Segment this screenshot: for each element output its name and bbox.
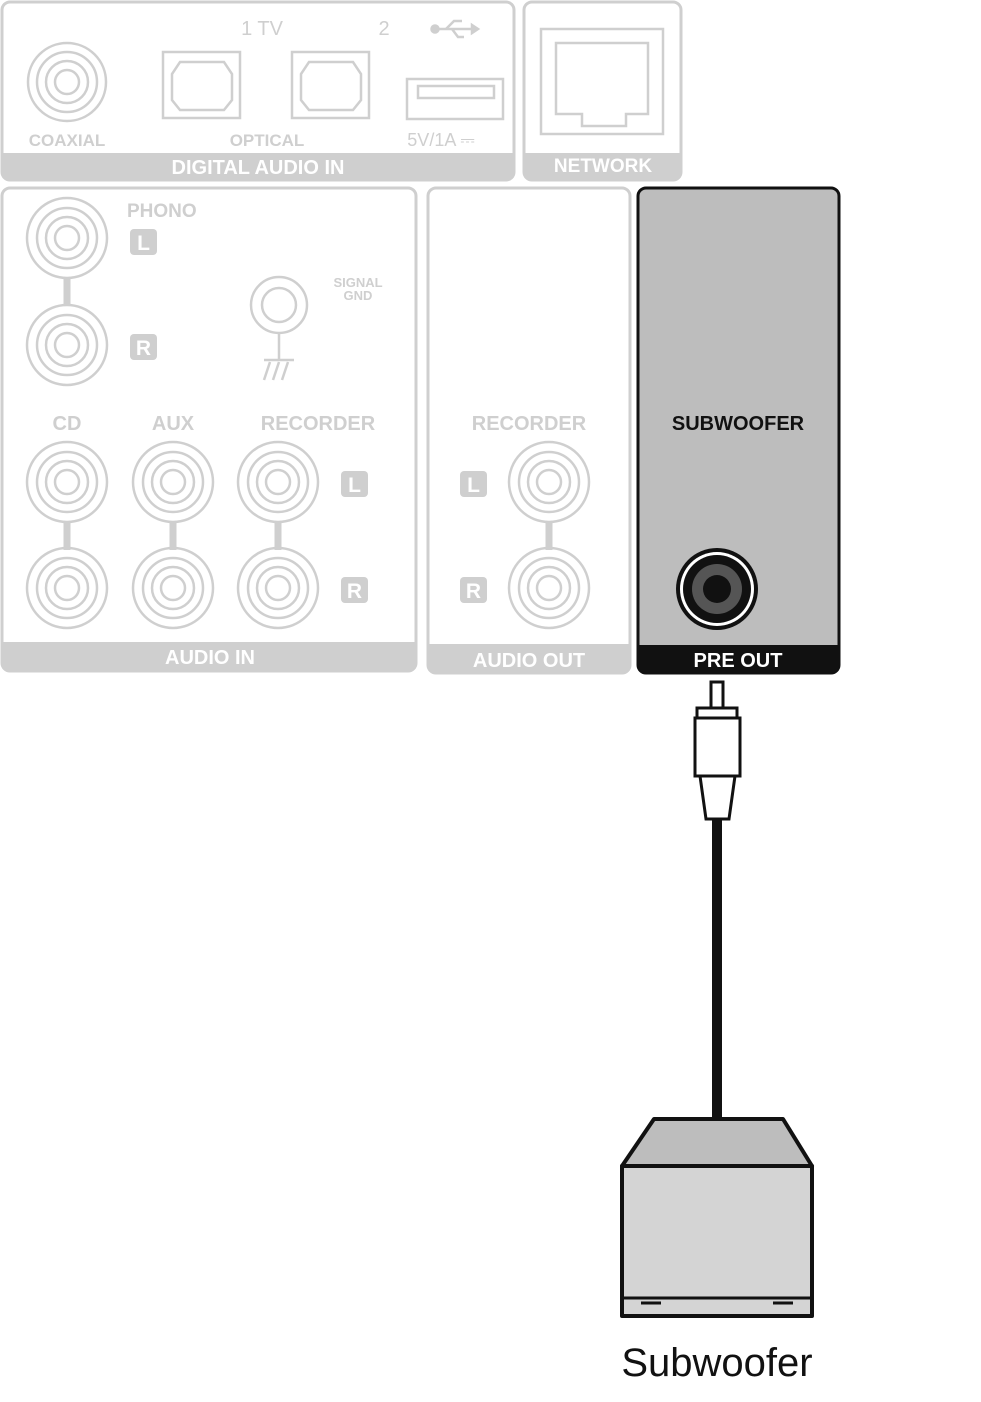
subwoofer-speaker-icon [620,1117,814,1318]
optical-1-label: 1 TV [241,18,284,40]
phono-l-badge-text: L [137,232,150,255]
recorder-out-l-badge: L [460,471,487,497]
phono-label: PHONO [127,201,197,222]
subwoofer-device-label: Subwoofer [621,1341,812,1385]
pre-out-bar [638,645,839,673]
usb-icon [430,19,481,39]
digital-audio-in-bar [2,153,514,180]
optical-1-port [161,50,242,120]
digital-audio-in-group: DIGITAL AUDIO IN COAXIAL 1 TV 2 OPTICAL [0,0,516,182]
audio-out-bar [428,644,630,673]
phono-r-badge: R [130,334,157,360]
subwoofer-pre-out-jack[interactable] [676,548,758,630]
recorder-out-r-badge-text: R [466,580,481,603]
audio-in-label: AUDIO IN [165,647,255,669]
cd-l-jack [25,440,109,524]
phono-l-jack [25,196,109,280]
coaxial-label: COAXIAL [29,131,106,150]
rca-plug [693,680,742,821]
audio-in-bar [2,642,416,671]
usb-port [405,77,505,121]
audio-out-group: AUDIO OUT RECORDER L R [426,186,632,675]
optical-2-port [290,50,371,120]
cd-r-jack [25,546,109,630]
aux-l-jack [131,440,215,524]
network-bar [524,153,681,180]
recorder-out-r-jack [507,546,591,630]
optical-label: OPTICAL [230,131,305,150]
cd-label: CD [53,413,82,435]
phono-r-badge-text: R [136,337,151,360]
network-group: NETWORK [522,0,683,182]
aux-r-jack [131,546,215,630]
phono-r-jack [25,303,109,387]
recorder-in-l-badge: L [341,471,368,497]
phono-l-badge: L [130,229,157,255]
audio-out-label: AUDIO OUT [473,650,585,672]
pre-out-group: PRE OUT SUBWOOFER [636,186,841,675]
optical-2-label: 2 [378,18,389,40]
ethernet-port [539,27,665,136]
aux-label: AUX [152,413,195,435]
recorder-out-label: RECORDER [472,413,587,435]
coaxial-jack [26,41,108,123]
signal-gnd-terminal [249,275,309,381]
pre-out-label: PRE OUT [694,650,783,672]
recorder-in-label: RECORDER [261,413,376,435]
recorder-out-r-badge: R [460,577,487,603]
recorder-in-r-badge-text: R [347,580,362,603]
recorder-in-l-badge-text: L [348,474,361,497]
recorder-out-l-jack [507,440,591,524]
usb-power-label: 5V/1A ⎓ [407,130,474,150]
network-label: NETWORK [554,156,652,177]
recorder-in-r-jack [236,546,320,630]
recorder-out-l-badge-text: L [467,474,480,497]
recorder-in-l-jack [236,440,320,524]
digital-audio-in-label: DIGITAL AUDIO IN [172,157,345,179]
subwoofer-jack-label: SUBWOOFER [672,413,805,435]
signal-gnd-label-2: GND [344,288,373,303]
audio-in-group: AUDIO IN PHONO L R SIGNAL GND [0,186,418,673]
recorder-in-r-badge: R [341,577,368,603]
signal-gnd-label-1: SIGNAL [333,275,382,290]
